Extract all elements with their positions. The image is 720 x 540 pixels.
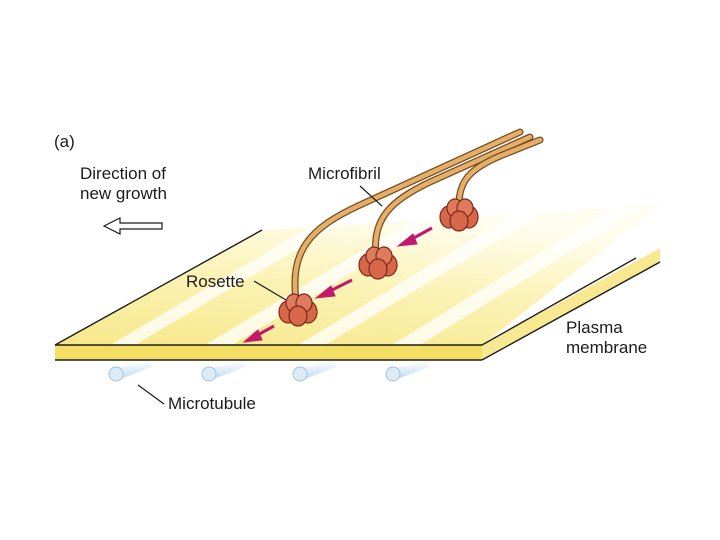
plasma-membrane-label: Plasma membrane xyxy=(566,318,648,357)
membrane-outline xyxy=(54,229,263,346)
microtubule xyxy=(292,361,336,382)
microfibril-strand xyxy=(373,134,533,258)
movement-arrow xyxy=(396,226,433,247)
movement-arrow xyxy=(314,278,353,299)
membrane-front-edge xyxy=(55,345,482,360)
microfibril-strand xyxy=(292,129,523,303)
panel-label: (a) xyxy=(54,132,75,151)
growth-direction-arrow xyxy=(102,217,163,235)
membrane-outline xyxy=(481,261,661,361)
rosette xyxy=(358,246,398,280)
microtubule xyxy=(385,361,429,382)
microfibril-strand xyxy=(456,137,543,210)
microtubule-leader xyxy=(137,384,165,405)
microtubule xyxy=(201,361,245,382)
microtubule xyxy=(108,361,152,382)
microfibril-strands xyxy=(291,128,544,304)
movement-arrow xyxy=(242,324,275,343)
membrane-outline xyxy=(481,257,637,346)
rosette xyxy=(439,198,479,232)
rosette-leader xyxy=(253,280,287,301)
microfibril-leader xyxy=(359,185,383,207)
microtubules xyxy=(108,361,429,382)
membrane-stripe xyxy=(205,214,450,345)
membrane-stripe xyxy=(110,218,350,345)
membrane-stripe xyxy=(392,208,640,345)
rosette-label: Rosette xyxy=(186,272,245,291)
microfibril-label: Microfibril xyxy=(308,164,381,183)
rosette xyxy=(278,293,318,327)
membrane-top-surface xyxy=(55,205,660,345)
membrane-side-edge xyxy=(482,248,660,360)
direction-label: Direction of new growth xyxy=(80,164,167,203)
microtubule-label: Microtubule xyxy=(168,394,256,413)
membrane-stripe xyxy=(298,212,545,345)
movement-arrows xyxy=(242,226,433,343)
plasma-membrane xyxy=(54,205,661,361)
